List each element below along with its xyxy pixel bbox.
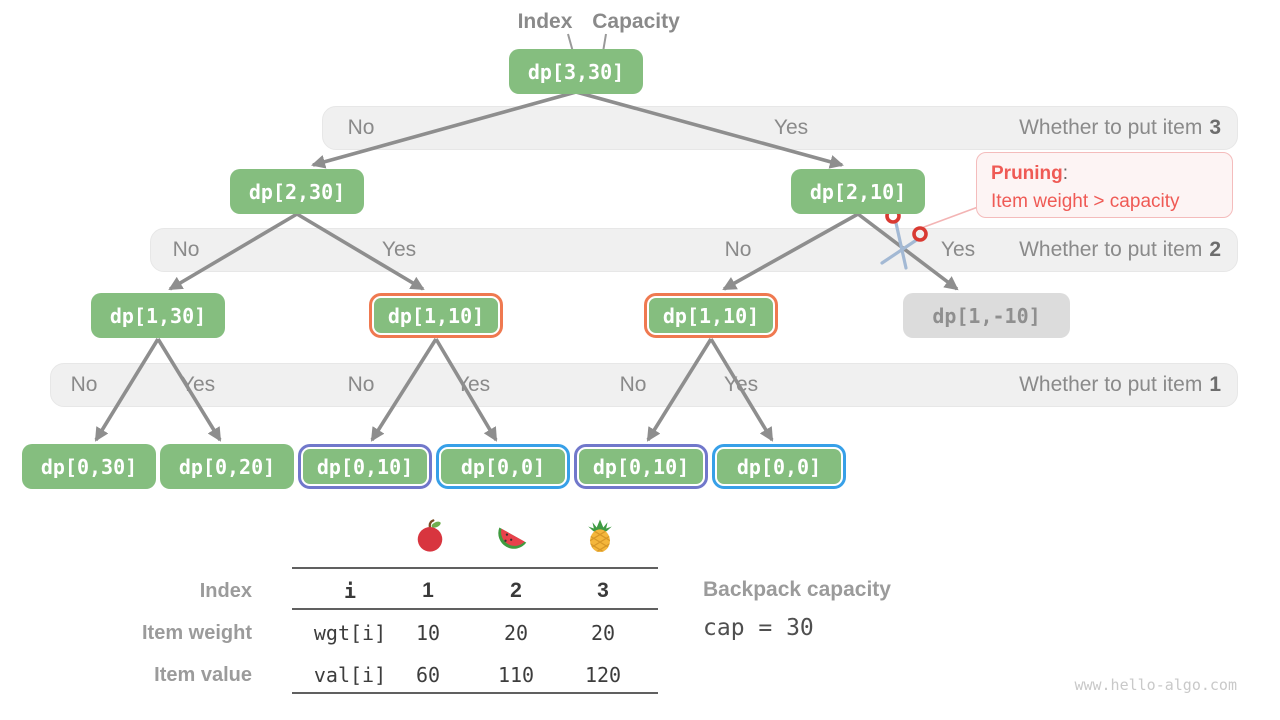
scissors-icon xyxy=(880,208,928,270)
table-row-label-weight: Item weight xyxy=(141,622,252,644)
dp-node-0-30: dp[0,30] xyxy=(22,444,156,489)
dp-node-1-10-overlap: dp[1,10] xyxy=(644,293,778,338)
table-cell-2: 2 xyxy=(510,579,522,602)
band-answer-yes: Yes xyxy=(940,238,976,261)
edge-root-no xyxy=(311,90,577,169)
table-rule-bottom xyxy=(292,692,658,694)
edge-root-yes xyxy=(575,90,844,169)
table-cell-val-1: 60 xyxy=(415,663,441,687)
table-cell-val-2: 110 xyxy=(497,663,535,687)
band-answer-no: No xyxy=(619,373,647,396)
band-answer-no: No xyxy=(347,373,375,396)
watermelon-icon xyxy=(498,527,527,549)
watermark: www.hello-algo.com xyxy=(1074,676,1237,694)
dp-node-0-10: dp[0,10] xyxy=(298,444,432,489)
apple-icon xyxy=(417,519,443,552)
table-row-label-index: Index xyxy=(199,580,252,602)
table-row-label-value: Item value xyxy=(154,664,252,686)
table-cell-wgt-2: 20 xyxy=(503,621,529,645)
table-cell-val-3: 120 xyxy=(584,663,622,687)
pineapple-icon xyxy=(588,519,612,553)
band-answer-no: No xyxy=(70,373,98,396)
edge-dp130-no xyxy=(94,338,160,442)
edge-dp110a-no xyxy=(370,338,438,442)
edge-dp210-yes-pruned xyxy=(856,212,959,291)
backpack-capacity-value: cap = 30 xyxy=(703,615,814,641)
dp-node-0-20: dp[0,20] xyxy=(160,444,294,489)
edge-dp110a-yes xyxy=(434,338,498,442)
backpack-capacity-label: Backpack capacity xyxy=(703,578,891,601)
index-pointer-label: Index xyxy=(517,10,573,33)
dp-node-root: dp[3,30] xyxy=(509,49,643,94)
capacity-pointer-label: Capacity xyxy=(592,10,680,33)
edge-dp230-no xyxy=(168,212,298,291)
pruning-callout: Pruning: Item weight > capacity xyxy=(976,152,1233,218)
band-answer-yes: Yes xyxy=(381,238,417,261)
table-cell-3: 3 xyxy=(597,579,609,602)
pruning-title: Pruning: xyxy=(991,163,1069,184)
table-cell-wgt: wgt[i] xyxy=(313,621,387,645)
dp-node-2-30: dp[2,30] xyxy=(230,169,364,214)
dp-node-0-10: dp[0,10] xyxy=(574,444,708,489)
table-cell-wgt-3: 20 xyxy=(590,621,616,645)
dp-node-0-0: dp[0,0] xyxy=(436,444,570,489)
table-cell-i: i xyxy=(343,579,357,603)
table-rule-header xyxy=(292,608,658,610)
table-cell-val: val[i] xyxy=(313,663,387,687)
table-rule-top xyxy=(292,567,658,569)
dp-node-1-10-overlap: dp[1,10] xyxy=(369,293,503,338)
table-cell-1: 1 xyxy=(422,579,434,602)
table-cell-wgt-1: 10 xyxy=(415,621,441,645)
band-answer-no: No xyxy=(724,238,752,261)
pruning-connector-line xyxy=(915,206,979,231)
band-answer-yes: Yes xyxy=(773,116,809,139)
dp-node-1-neg10-pruned: dp[1,-10] xyxy=(903,293,1070,338)
edge-dp110b-yes xyxy=(709,338,774,442)
edge-dp230-yes xyxy=(296,212,425,291)
pruning-description: Item weight > capacity xyxy=(991,190,1180,212)
dp-node-1-30: dp[1,30] xyxy=(91,293,225,338)
dp-node-2-10: dp[2,10] xyxy=(791,169,925,214)
edge-dp210-no xyxy=(722,212,859,291)
dp-node-0-0: dp[0,0] xyxy=(712,444,846,489)
decision-band-item-1: No Yes No Yes No Yes Whether to put item… xyxy=(50,363,1238,407)
band-answer-no: No xyxy=(172,238,200,261)
edge-dp130-yes xyxy=(156,338,222,442)
edge-dp110b-no xyxy=(646,338,713,442)
band-answer-no: No xyxy=(347,116,375,139)
band-answer-yes: Yes xyxy=(723,373,759,396)
